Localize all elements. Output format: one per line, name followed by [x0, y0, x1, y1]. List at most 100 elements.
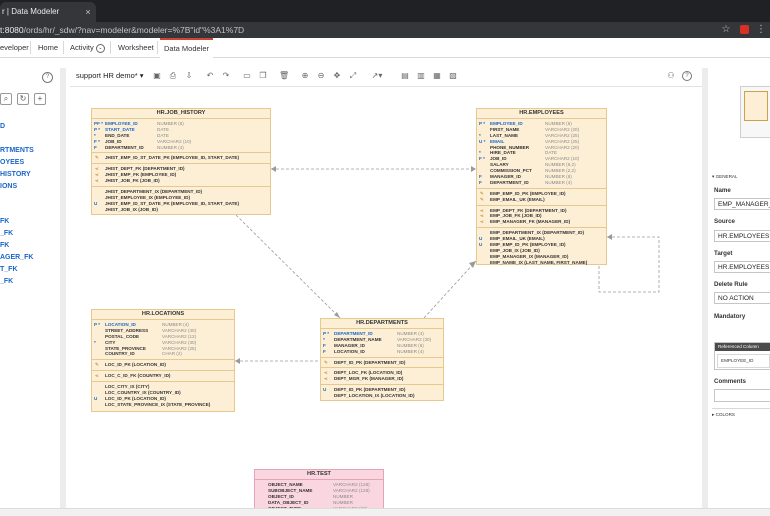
index-row[interactable]: EMP_NAME_IX (LAST_NAME, FIRST_NAME): [477, 260, 606, 266]
close-icon[interactable]: ×: [85, 7, 91, 17]
constraint-row[interactable]: ⋖DEPT_MGR_FK (MANAGER_ID): [321, 376, 443, 382]
star-icon[interactable]: ☆: [721, 24, 731, 35]
constraint-row[interactable]: ✎DEPT_ID_PK (DEPARTMENT_ID): [321, 360, 443, 366]
search-icon[interactable]: ⌕: [0, 93, 12, 105]
people-icon[interactable]: ⚇: [667, 71, 675, 80]
help-icon[interactable]: ?: [42, 72, 53, 83]
left-splitter[interactable]: [60, 68, 66, 508]
undo-icon[interactable]: ↶: [206, 71, 214, 80]
layout-icon[interactable]: ▤: [401, 71, 409, 80]
zoom-out-icon[interactable]: ⊖: [317, 71, 325, 80]
index-row[interactable]: EMP_JOB_IX (JOB_ID): [477, 248, 606, 254]
constraint-row[interactable]: ⋖EMP_JOB_FK (JOB_ID): [477, 213, 606, 219]
show-columns-icon[interactable]: ▦: [433, 71, 441, 80]
column-row[interactable]: OBJECT_TYPEVARCHAR2 (23): [255, 506, 383, 509]
show-indexes-icon[interactable]: ▧: [449, 71, 457, 80]
zoom-in-icon[interactable]: ⊕: [301, 71, 309, 80]
constraint-row[interactable]: ✎EMP_EMP_ID_PK (EMPLOYEE_ID): [477, 191, 606, 197]
copy-icon[interactable]: ❐: [259, 71, 267, 80]
browser-menu-icon[interactable]: ⋮: [756, 24, 766, 35]
tree-item[interactable]: OYEES: [0, 159, 25, 166]
fit-icon[interactable]: ⤢: [349, 71, 357, 80]
constraint-row[interactable]: ⋖LOC_C_ID_FK (COUNTRY_ID): [92, 373, 234, 379]
tree-item[interactable]: FK: [0, 242, 10, 249]
index-row[interactable]: LOC_CITY_IX (CITY): [92, 384, 234, 390]
move-icon[interactable]: ✥: [333, 71, 341, 80]
tab-activity[interactable]: Activity ⌄: [70, 38, 105, 57]
constraint-row[interactable]: ⋖EMP_MANAGER_FK (MANAGER_ID): [477, 219, 606, 225]
relationship-line[interactable]: [598, 236, 660, 293]
line-style-icon[interactable]: ↗▾: [371, 71, 383, 80]
address-bar[interactable]: [0, 22, 770, 38]
constraint-row[interactable]: ⋖EMP_DEPT_FK (DEPARTMENT_ID): [477, 208, 606, 214]
index-row[interactable]: LOC_COUNTRY_IX (COUNTRY_ID): [92, 390, 234, 396]
print-icon[interactable]: ⎙: [169, 71, 177, 80]
tree-item[interactable]: _FK: [0, 278, 14, 285]
export-icon[interactable]: ⇩: [185, 71, 193, 80]
constraint-row[interactable]: ✎EMP_EMAIL_UK (EMAIL): [477, 197, 606, 203]
delete-icon[interactable]: 🗑: [279, 71, 290, 80]
diagram-overview[interactable]: [740, 86, 770, 138]
browser-tab[interactable]: r | Data Modeler ×: [0, 2, 96, 22]
tree-item[interactable]: AGER_FK: [0, 254, 34, 261]
save-icon[interactable]: ▣: [153, 71, 161, 80]
index-row[interactable]: EMP_MANAGER_IX (MANAGER_ID): [477, 254, 606, 260]
index-row[interactable]: LOC_STATE_PROVINCE_IX (STATE_PROVINCE): [92, 402, 234, 408]
redo-icon[interactable]: ↷: [222, 71, 230, 80]
constraint-row[interactable]: ⋖DEPT_LOC_FK (LOCATION_ID): [321, 370, 443, 376]
tree-item[interactable]: _FK: [0, 230, 14, 237]
tree-item[interactable]: IONS: [0, 183, 18, 190]
constraint-row[interactable]: ✎JHIST_EMP_ID_ST_DATE_PK (EMPLOYEE_ID, S…: [92, 155, 270, 161]
grid-cell[interactable]: EMPLOYEE_ID: [717, 354, 770, 368]
tab-developer[interactable]: eveloper: [0, 43, 29, 52]
tree-item[interactable]: D: [0, 123, 6, 130]
tree-item[interactable]: RTMENTS: [0, 147, 34, 154]
show-keys-icon[interactable]: ▥: [417, 71, 425, 80]
tree-item[interactable]: T_FK: [0, 266, 18, 273]
relationship-line[interactable]: [235, 214, 341, 319]
general-section-header[interactable]: ▾ GENERAL: [712, 174, 738, 179]
colors-section-header[interactable]: ▸ COLORS: [712, 412, 735, 417]
index-row[interactable]: JHIST_EMPLOYEE_IX (EMPLOYEE_ID): [92, 195, 270, 201]
index-row[interactable]: JHIST_JOB_IX (JOB_ID): [92, 207, 270, 213]
refresh-icon[interactable]: ↻: [17, 93, 29, 105]
new-diagram-icon[interactable]: ▭: [243, 71, 251, 80]
index-row[interactable]: EMP_DEPARTMENT_IX (DEPARTMENT_ID): [477, 230, 606, 236]
right-splitter[interactable]: [702, 68, 708, 508]
index-row[interactable]: DEPT_LOCATION_IX (LOCATION_ID): [321, 393, 443, 399]
comments-input[interactable]: [714, 389, 770, 402]
url-text[interactable]: t:8080/ords/hr/_sdw/?nav=modeler&modeler…: [0, 25, 245, 35]
add-icon[interactable]: +: [34, 93, 46, 105]
source-input[interactable]: HR.EMPLOYEES: [714, 230, 770, 242]
target-input[interactable]: HR.EMPLOYEES: [714, 261, 770, 273]
